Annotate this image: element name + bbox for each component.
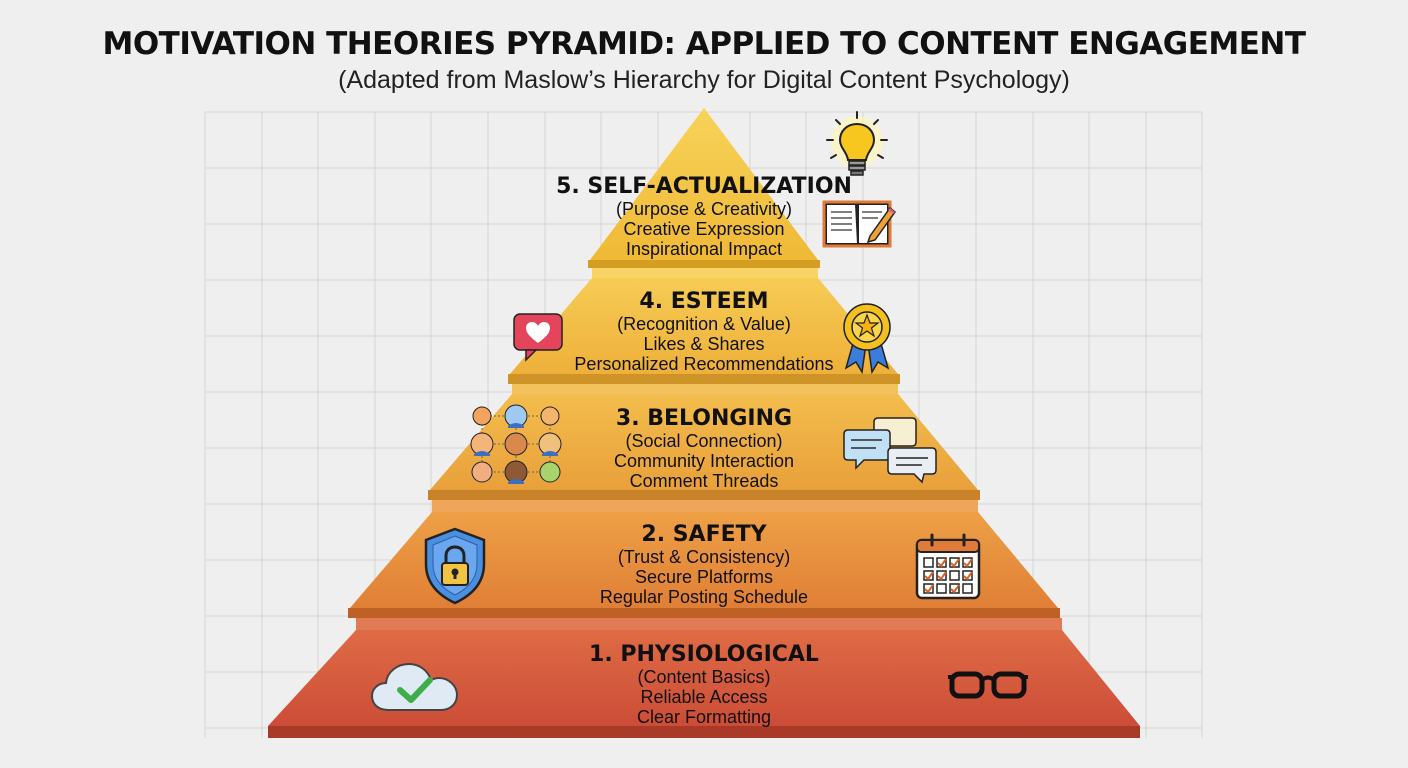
book-pencil-icon <box>822 200 896 248</box>
award-ribbon-icon <box>843 303 891 374</box>
tier-belonging <box>428 384 980 500</box>
tier-subtitle: (Purpose & Creativity) <box>615 199 793 219</box>
tier-title: 4. ESTEEM <box>639 289 769 314</box>
tier-title: 1. PHYSIOLOGICAL <box>589 642 819 667</box>
tier-line: Community Interaction <box>613 451 795 471</box>
tier-title: 2. SAFETY <box>641 522 767 547</box>
lightbulb-icon <box>826 111 888 176</box>
cloud-check-icon <box>370 662 459 711</box>
tier-esteem <box>508 268 900 384</box>
tier-subtitle: (Recognition & Value) <box>617 314 791 334</box>
glasses-icon <box>948 671 1028 699</box>
tier-line: Creative Expression <box>623 219 785 239</box>
tier-title: 5. SELF-ACTUALIZATION <box>556 174 852 199</box>
tier-line: Personalized Recommendations <box>574 354 834 374</box>
tier-line: Reliable Access <box>640 687 768 707</box>
tier-line: Clear Formatting <box>636 707 772 727</box>
tier-line: Inspirational Impact <box>625 239 783 259</box>
tier-2-text: 2. SAFETY (Trust & Consistency) Secure P… <box>554 522 854 608</box>
chat-bubbles-icon <box>843 417 937 484</box>
people-network-icon <box>470 404 562 484</box>
page-subtitle: (Adapted from Maslow’s Hierarchy for Dig… <box>338 66 1070 94</box>
tier-physiological <box>268 618 1140 738</box>
tier-line: Secure Platforms <box>634 567 774 587</box>
tier-subtitle: (Trust & Consistency) <box>617 547 791 567</box>
tier-5-text: 5. SELF-ACTUALIZATION (Purpose & Creativ… <box>554 174 854 260</box>
page-title: MOTIVATION THEORIES PYRAMID: APPLIED TO … <box>102 26 1306 62</box>
tier-line: Regular Posting Schedule <box>599 587 809 607</box>
tier-self-actualization <box>588 108 820 268</box>
tier-line: Comment Threads <box>629 471 779 491</box>
tier-title: 3. BELONGING <box>615 406 793 431</box>
tier-1-text: 1. PHYSIOLOGICAL (Content Basics) Reliab… <box>554 642 854 728</box>
tier-3-text: 3. BELONGING (Social Connection) Communi… <box>554 406 854 492</box>
tier-4-text: 4. ESTEEM (Recognition & Value) Likes & … <box>534 289 874 375</box>
calendar-checklist-icon <box>915 533 981 600</box>
tier-subtitle: (Social Connection) <box>625 431 783 451</box>
tier-line: Likes & Shares <box>643 334 765 354</box>
tier-subtitle: (Content Basics) <box>637 667 771 687</box>
tier-safety <box>348 500 1060 618</box>
heart-chat-icon <box>513 313 563 362</box>
shield-lock-icon <box>424 527 486 605</box>
